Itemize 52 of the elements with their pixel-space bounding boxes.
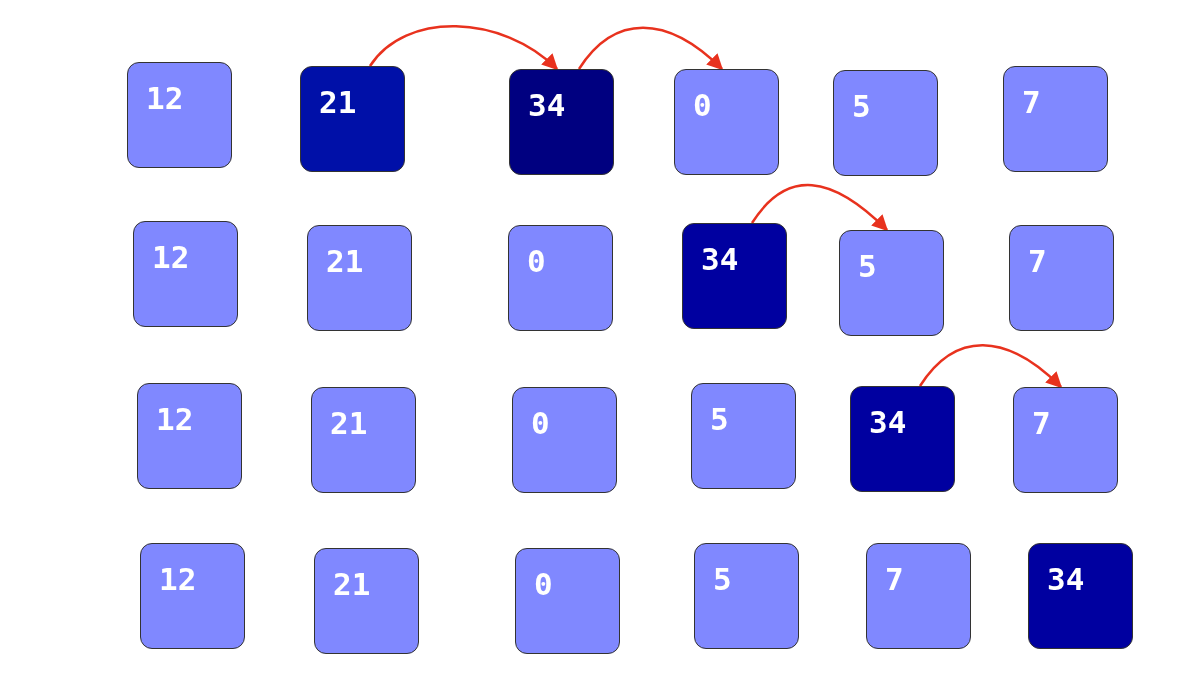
number-box — [300, 66, 405, 172]
number-box — [694, 543, 799, 649]
number-box — [1003, 66, 1108, 172]
number-box — [682, 223, 787, 329]
number-label: 7 — [1028, 246, 1047, 277]
number-label: 5 — [713, 564, 732, 595]
number-box — [1028, 543, 1133, 649]
number-label: 5 — [852, 91, 871, 122]
number-label: 34 — [528, 90, 566, 121]
number-box — [133, 221, 238, 327]
number-label: 12 — [152, 242, 190, 273]
number-box — [509, 69, 614, 175]
curved-arrow — [369, 25, 559, 71]
number-label: 34 — [869, 407, 907, 438]
number-box — [307, 225, 412, 331]
number-label: 7 — [885, 564, 904, 595]
number-label: 0 — [527, 246, 546, 277]
number-box — [140, 543, 245, 649]
curved-arrow — [751, 184, 889, 232]
number-label: 0 — [534, 569, 553, 600]
number-box — [850, 386, 955, 492]
number-box — [137, 383, 242, 489]
number-box — [508, 225, 613, 331]
number-box — [314, 548, 419, 654]
number-box — [1009, 225, 1114, 331]
number-label: 5 — [858, 251, 877, 282]
number-label: 7 — [1032, 408, 1051, 439]
curved-arrow — [578, 26, 724, 71]
number-box — [127, 62, 232, 168]
number-label: 12 — [146, 83, 184, 114]
number-label: 21 — [333, 569, 371, 600]
number-box — [866, 543, 971, 649]
number-label: 12 — [156, 404, 194, 435]
number-label: 34 — [701, 244, 739, 275]
number-label: 21 — [326, 246, 364, 277]
number-box — [311, 387, 416, 493]
number-label: 0 — [531, 408, 550, 439]
number-box — [839, 230, 944, 336]
number-label: 21 — [330, 408, 368, 439]
number-box — [1013, 387, 1118, 493]
number-box — [515, 548, 620, 654]
number-label: 12 — [159, 564, 197, 595]
number-box — [512, 387, 617, 493]
curved-arrow — [919, 344, 1063, 389]
number-label: 21 — [319, 87, 357, 118]
number-label: 7 — [1022, 87, 1041, 118]
number-box — [674, 69, 779, 175]
number-box — [833, 70, 938, 176]
number-box — [691, 383, 796, 489]
number-label: 0 — [693, 90, 712, 121]
number-label: 34 — [1047, 564, 1085, 595]
number-label: 5 — [710, 404, 729, 435]
